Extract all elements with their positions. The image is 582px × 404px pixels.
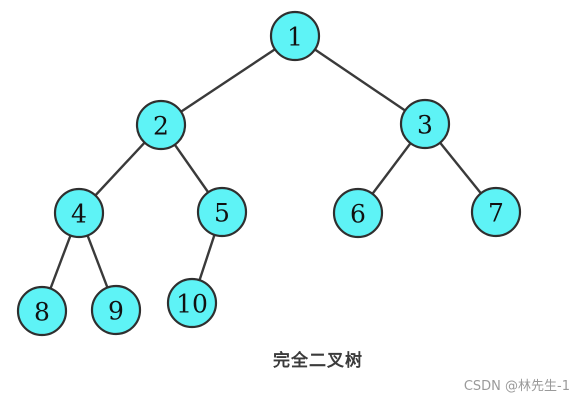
node-label: 4	[71, 200, 87, 229]
node-label: 7	[488, 199, 504, 228]
tree-node-7: 7	[470, 186, 522, 238]
diagram-caption: 完全二叉树	[273, 351, 363, 371]
node-label: 2	[153, 112, 169, 141]
edges-layer	[40, 35, 497, 312]
node-circle	[399, 98, 451, 150]
node-label: 6	[350, 200, 366, 229]
node-label: 8	[34, 298, 50, 327]
node-label: 10	[176, 290, 208, 319]
watermark: CSDN @林先生-1	[463, 379, 570, 394]
tree-node-9: 9	[90, 284, 142, 336]
nodes-layer: 1 2 3 4 5 6 7 8 9 10	[16, 10, 522, 337]
tree-node-10: 10	[166, 277, 218, 329]
tree-node-1: 1	[269, 10, 321, 62]
edge-1-2	[160, 35, 296, 126]
node-circle	[196, 186, 248, 238]
node-label: 1	[287, 23, 303, 52]
node-circle	[269, 10, 321, 62]
node-label: 5	[214, 199, 230, 228]
tree-node-5: 5	[196, 186, 248, 238]
node-label: 9	[108, 297, 124, 326]
tree-node-2: 2	[135, 99, 187, 151]
tree-node-8: 8	[16, 285, 68, 337]
node-circle	[53, 187, 105, 239]
node-circle	[470, 186, 522, 238]
tree-node-3: 3	[399, 98, 451, 150]
node-circle	[332, 187, 384, 239]
node-circle	[90, 284, 142, 336]
edge-1-3	[294, 35, 426, 125]
tree-node-4: 4	[53, 187, 105, 239]
node-label: 3	[417, 111, 433, 140]
node-circle	[16, 285, 68, 337]
node-circle	[166, 277, 218, 329]
tree-node-6: 6	[332, 187, 384, 239]
node-circle	[135, 99, 187, 151]
